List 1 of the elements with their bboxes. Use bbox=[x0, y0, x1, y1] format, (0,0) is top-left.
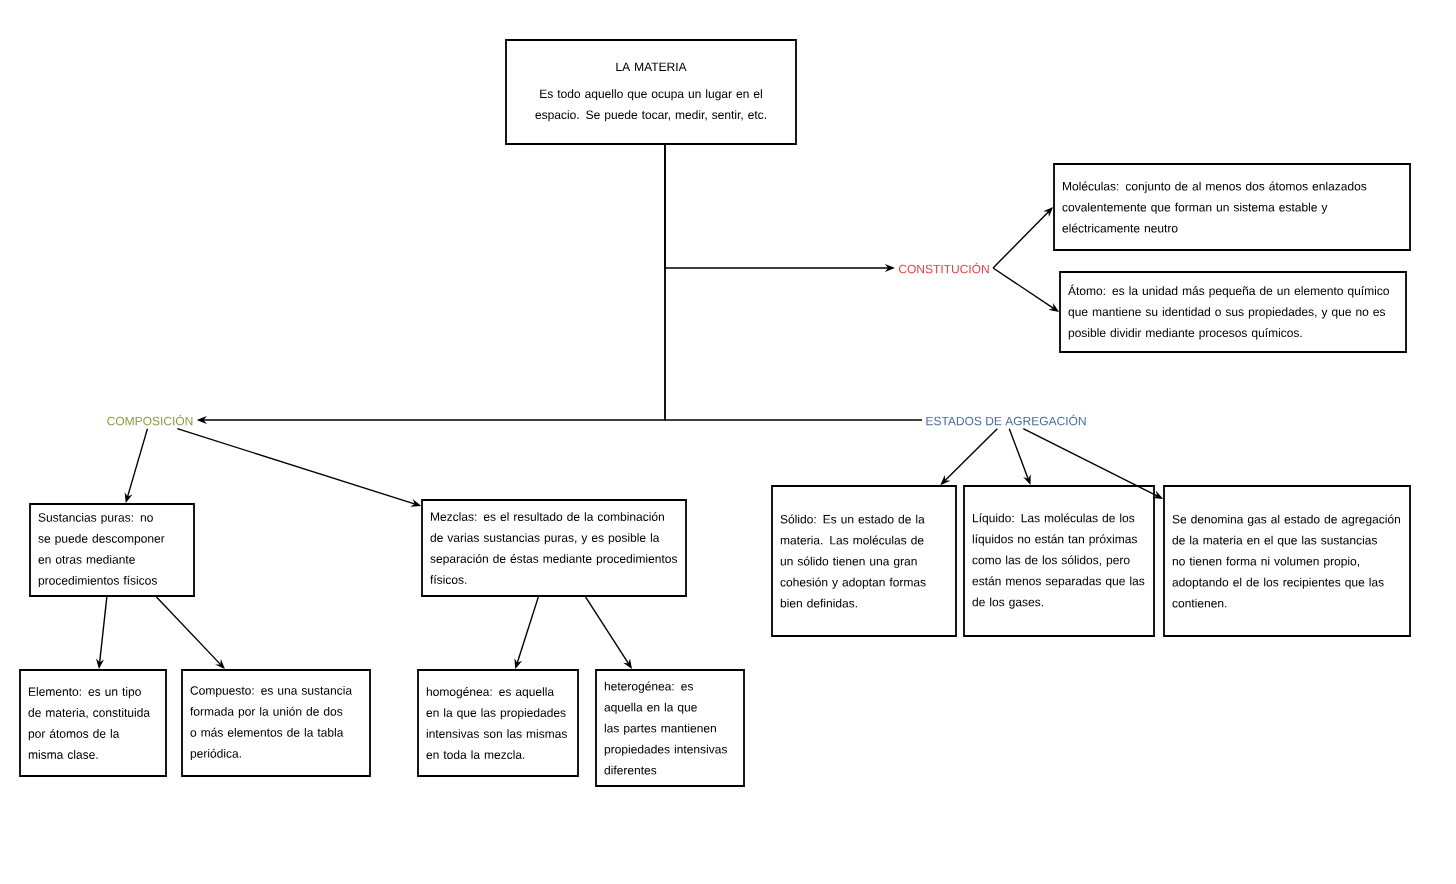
connector-line bbox=[664, 144, 923, 421]
